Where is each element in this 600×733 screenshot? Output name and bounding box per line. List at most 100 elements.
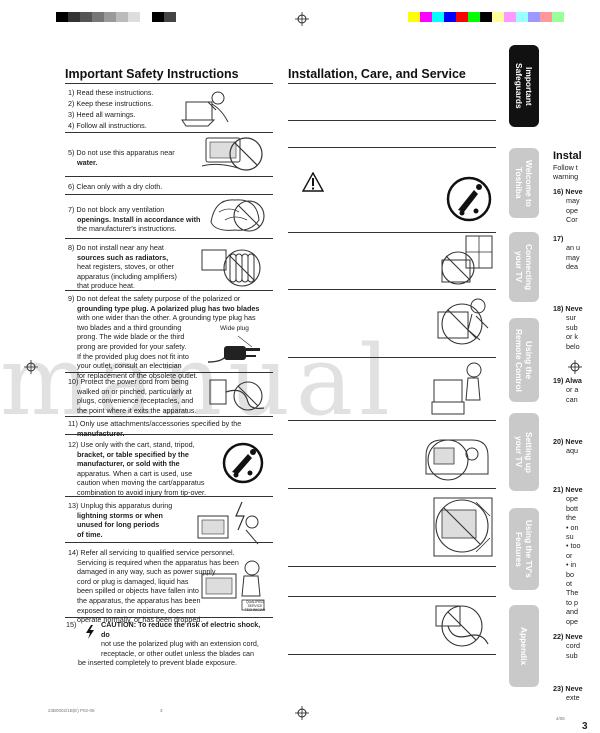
instruction-line: 19) Alwa <box>553 376 582 385</box>
instruction-line: may <box>566 252 580 262</box>
left-column-title: Important Safety Instructions <box>65 67 239 81</box>
instruction-line: If the provided plug does not fit into <box>77 351 189 361</box>
electric-shock-warning-icon <box>86 625 94 639</box>
instruction-line: plugs, convenience receptacles, and <box>77 396 194 406</box>
person-tv-stand-illustration <box>431 362 482 415</box>
instruction-line: Servicing is required when the apparatus… <box>77 557 239 567</box>
instruction-line: the apparatus, the apparatus has been <box>77 595 201 605</box>
right-column-title: Instal <box>553 150 582 162</box>
sofa-tv-illustration <box>425 439 489 481</box>
section-rule <box>65 416 273 417</box>
instruction-line: bott <box>566 503 578 513</box>
instruction-line: • in <box>566 560 577 570</box>
service-technician-illustration <box>201 560 265 611</box>
enclosed-cabinet-illustration <box>433 497 493 557</box>
instruction-line: and <box>566 607 578 617</box>
reading-person-illustration <box>181 91 229 127</box>
calibration-swatch <box>164 12 176 22</box>
chapter-tab-label: Appendix <box>519 626 529 666</box>
title-rule <box>288 83 496 84</box>
safety-instruction-item: 15)CAUTION: To reduce the risk of electr… <box>66 620 266 668</box>
page-number: 3 <box>582 721 588 732</box>
instruction-line: 22) Neve <box>553 632 583 641</box>
chapter-tab[interactable]: Using the Remote Control <box>509 318 539 402</box>
instruction-line: damaged in any way, such as power supply <box>77 567 216 577</box>
chapter-tab-label: Welcome to Toshiba <box>514 159 534 207</box>
footer-date: 4/06 <box>556 716 565 721</box>
section-rule <box>65 617 273 618</box>
instruction-line: 2) Keep these instructions. <box>68 99 154 108</box>
section-rule <box>288 488 496 489</box>
chapter-tab[interactable]: Connecting your TV <box>509 232 539 302</box>
calibration-swatch <box>468 12 480 22</box>
instruction-line: prong. The wide blade or the third <box>77 332 185 342</box>
safety-instruction-item: 9) Do not defeat the safety purpose of t… <box>68 294 268 380</box>
chapter-tab[interactable]: Using the TV's Features <box>509 508 539 590</box>
calibration-swatch <box>492 12 504 22</box>
calibration-swatch <box>528 12 540 22</box>
calibration-swatch <box>152 12 164 22</box>
calibration-swatch <box>56 12 68 22</box>
chapter-tab[interactable]: Setting up your TV <box>509 413 539 491</box>
safety-instruction-item: 1) Read these instructions.2) Keep these… <box>68 87 208 131</box>
instruction-line: ope <box>566 494 578 504</box>
calibration-swatch <box>540 12 552 22</box>
section-rule <box>65 434 273 435</box>
instruction-line: 14) Refer all servicing to qualified ser… <box>68 548 235 557</box>
section-rule <box>288 654 496 655</box>
cart-tipover-warning-icon <box>222 442 264 484</box>
instruction-line: 7) Do not block any ventilation <box>68 205 165 214</box>
section-rule <box>65 372 273 373</box>
watermark: manual <box>0 325 396 437</box>
instruction-line: 3) Heed all warnings. <box>68 110 136 119</box>
calibration-swatch <box>408 12 420 22</box>
section-rule <box>288 357 496 358</box>
instruction-line: 8) Do not install near any heat <box>68 243 164 252</box>
chapter-tab-label: Connecting your TV <box>514 243 534 291</box>
calibration-swatch <box>128 12 140 22</box>
chapter-tab[interactable]: Appendix <box>509 605 539 687</box>
calibration-swatch <box>140 12 152 22</box>
instruction-line: prong are provided for your safety. <box>77 341 187 351</box>
instruction-line: operate normally, or has been dropped. <box>77 615 203 625</box>
calibration-swatch <box>552 12 564 22</box>
color-calibration-bar <box>408 12 564 22</box>
instruction-line: for replacement of the obsolete outlet. <box>77 370 198 380</box>
service-technician-label: QUALIFIED SERVICE TECHNICIAN <box>244 600 266 612</box>
footer-file-id: 23B0002/1B(E) P02-06 <box>48 708 95 713</box>
section-rule <box>65 176 273 177</box>
chapter-tab[interactable]: Important Safeguards <box>509 45 539 127</box>
child-climbing-tv-illustration <box>437 298 489 345</box>
instruction-line: 20) Neve <box>553 437 583 446</box>
instruction-line: apparatus (including amplifiers) <box>77 271 177 281</box>
instruction-line: CAUTION: To reduce the risk of electric … <box>101 620 261 639</box>
intro-line: warning <box>553 172 579 182</box>
calibration-swatch <box>420 12 432 22</box>
instruction-line: sources such as radiators, <box>77 252 169 262</box>
instruction-line: or a <box>566 385 579 395</box>
chapter-tab-label: Setting up your TV <box>514 431 534 473</box>
title-rule <box>65 83 273 84</box>
instruction-line: exte <box>566 693 580 703</box>
instruction-line: receptacle, or other outlet unless the b… <box>101 648 255 658</box>
chapter-tab[interactable]: Welcome to Toshiba <box>509 148 539 218</box>
instruction-line: or k <box>566 332 578 342</box>
instruction-line: cord or plug is damaged, liquid has <box>77 576 189 586</box>
instruction-line: unused for long periods <box>77 520 160 530</box>
section-rule <box>288 566 496 567</box>
intro-line: Follow t <box>553 163 578 172</box>
section-rule <box>288 289 496 290</box>
instruction-line: not use the polarized plug with an exten… <box>101 639 259 649</box>
instruction-line: sub <box>566 650 578 660</box>
instruction-line: water. <box>77 157 98 167</box>
instruction-line: 17) <box>553 234 564 243</box>
